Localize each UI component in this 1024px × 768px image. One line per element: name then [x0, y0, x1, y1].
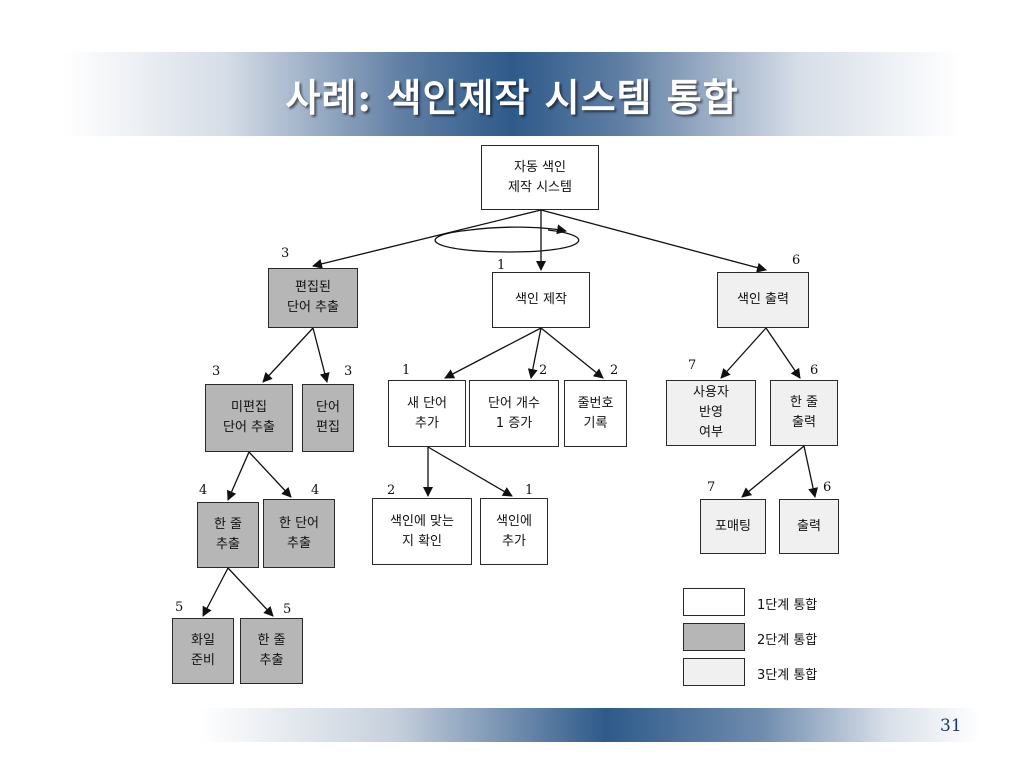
step-label: 3 [212, 364, 221, 379]
node-line-extract: 한 줄 추출 [197, 502, 259, 568]
step-label: 1 [525, 483, 534, 498]
step-label: 6 [810, 363, 819, 378]
node-file-prepare: 화일 준비 [172, 618, 234, 684]
legend-label-stage2: 2단계 통합 [757, 633, 818, 648]
edge-edit-unedited [262, 327, 314, 383]
step-label: 7 [688, 358, 697, 373]
step-label: 7 [707, 480, 716, 495]
node-check-index-match: 색인에 맞는 지 확인 [372, 498, 472, 565]
edge-edit-wordedit [312, 327, 330, 383]
title-banner: 사례: 색인제작 시스템 통합 [64, 52, 960, 136]
step-label: 1 [497, 258, 506, 273]
node-unedited-word-extract: 미편집 단어 추출 [205, 384, 293, 452]
node-line-number-record: 줄번호 기록 [564, 380, 627, 447]
edge-out-user [720, 327, 767, 379]
step-label: 1 [402, 363, 411, 378]
slide-title: 사례: 색인제작 시스템 통합 [285, 74, 739, 120]
node-auto-index-system: 자동 색인 제작 시스템 [481, 145, 599, 210]
legend-swatch-stage1 [683, 588, 745, 616]
step-label: 2 [539, 363, 548, 378]
edge-make-linerec [540, 327, 604, 379]
step-label: 5 [283, 602, 292, 617]
edge-root-edit [312, 209, 542, 269]
node-word-extract: 한 단어 추출 [263, 499, 335, 568]
node-word-count-increase: 단어 개수 1 증가 [469, 380, 559, 447]
node-edited-word-extract: 편집된 단어 추출 [268, 268, 358, 328]
node-add-to-index: 색인에 추가 [480, 498, 548, 565]
step-label: 2 [387, 483, 396, 498]
legend-label-stage3: 3단계 통합 [757, 668, 818, 683]
edge-lineextract-file [202, 567, 229, 617]
node-new-word-add: 새 단어 추가 [388, 380, 466, 447]
step-label: 3 [281, 246, 290, 261]
step-label: 3 [344, 364, 353, 379]
edge-make-newword [444, 327, 542, 379]
page-number: 31 [940, 716, 962, 736]
edge-lineprint-print [803, 445, 818, 498]
node-user-reflect: 사용자 반영 여부 [666, 380, 756, 446]
step-label: 2 [610, 363, 619, 378]
node-word-edit: 단어 편집 [302, 384, 354, 452]
edge-unedited-line [227, 451, 250, 501]
legend-label-stage1: 1단계 통합 [757, 598, 818, 613]
node-formatting: 포매팅 [700, 499, 766, 554]
step-label: 5 [175, 600, 184, 615]
step-label: 4 [311, 483, 320, 498]
step-label: 4 [199, 483, 208, 498]
edge-lineprint-format [741, 445, 805, 498]
edge-unedited-word [248, 451, 292, 498]
node-index-make: 색인 제작 [492, 272, 590, 328]
legend-swatch-stage3 [683, 658, 745, 686]
edge-lineextract-line [227, 567, 274, 617]
step-label: 6 [823, 480, 832, 495]
loop-arrow [434, 224, 580, 253]
footer-banner [200, 708, 980, 742]
step-label: 6 [792, 253, 801, 268]
legend-swatch-stage2 [683, 623, 745, 651]
edge-newword-add [427, 446, 513, 497]
node-index-output: 색인 출력 [717, 272, 809, 328]
node-output: 출력 [779, 499, 839, 554]
node-line-extract-2: 한 줄 추출 [240, 618, 303, 684]
edge-out-print [765, 327, 801, 379]
node-line-print: 한 줄 출력 [770, 380, 838, 446]
edge-root-out [540, 209, 767, 273]
edge-make-count [527, 327, 542, 379]
